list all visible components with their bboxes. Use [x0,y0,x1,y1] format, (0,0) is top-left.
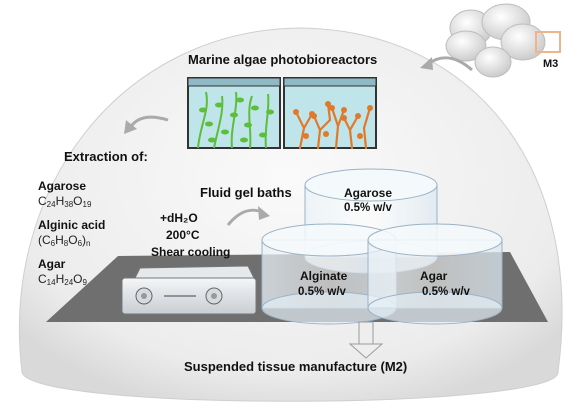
arrow-down-to-m2 [348,321,384,359]
bath-agar-cylinder [367,223,503,325]
process-step-water: +dH₂O [160,211,198,225]
compound-formula-agar: C14H24O9 [38,272,87,287]
m3-label: M3 [543,58,559,70]
compound-formula-agarose: C24H38O19 [38,194,92,209]
hotplate [121,265,257,315]
compound-name-agar: Agar [38,257,66,271]
arrow-reactors-to-extraction-head [124,120,137,134]
compound-name-agarose: Agarose [38,179,87,193]
bath-label-agar: Agar [420,269,448,283]
compound-formula-alginic-acid: (C6H8O6)n [38,233,91,248]
compound-name-alginic-acid: Alginic acid [38,218,106,232]
bath-conc-alginate: 0.5% w/v [298,286,346,298]
arrow-m3-to-reactors-head [420,57,433,70]
tank-orange [283,77,377,150]
photobioreactor-title: Marine algae photobioreactors [188,52,378,67]
small-domes-cluster [445,3,561,78]
bath-conc-agarose: 0.5% w/v [344,202,392,214]
extraction-heading: Extraction of: [64,149,148,164]
bath-label-alginate: Alginate [300,269,348,283]
bath-conc-agar: 0.5% w/v [422,286,470,298]
arrow-to-baths-head [258,206,270,220]
process-step-temperature: 200°C [166,228,200,242]
bath-label-agarose: Agarose [344,186,393,200]
tank-green [187,77,281,149]
fluid-gel-title: Fluid gel baths [200,185,292,200]
m3-highlight-box [535,31,561,53]
bottom-label-m2: Suspended tissue manufacture (M2) [184,359,408,374]
process-step-shear-cooling: Shear cooling [151,245,231,259]
